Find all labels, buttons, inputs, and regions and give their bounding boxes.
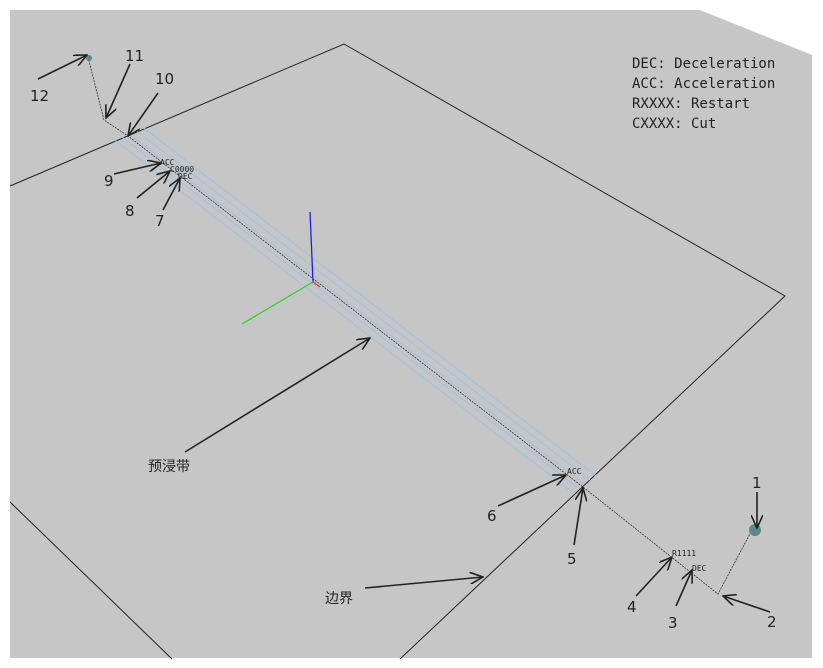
coordinate-axes [241,211,321,325]
tag-restart: R1111 [672,549,696,558]
tag-dec-top: DEC [178,172,193,181]
legend-dec: DEC: Deceleration [632,56,775,72]
callout-1: 1 [752,474,762,492]
callout-4: 4 [627,598,637,616]
callout-8: 8 [125,202,135,220]
callout-11: 11 [125,47,144,65]
legend-restart: RXXXX: Restart [632,96,750,112]
label-prepreg-tape: 预浸带 [148,459,190,475]
callout-10: 10 [155,70,174,88]
callout-6: 6 [487,507,497,525]
callout-12: 12 [30,87,49,105]
prepreg-tape-band [111,121,597,493]
tag-dec-bottom: DEC [692,564,707,573]
boundary-outline [9,43,786,660]
legend-acc: ACC: Acceleration [632,76,775,92]
callout-9: 9 [104,172,114,190]
callout-3: 3 [668,614,678,632]
label-boundary: 边界 [325,591,353,607]
tag-acc-bottom: ACC [567,467,582,476]
legend: DEC: Deceleration ACC: Acceleration RXXX… [632,56,775,132]
callout-5: 5 [567,550,577,568]
start-point-marker [749,524,761,536]
callout-7: 7 [155,212,165,230]
callout-arrows [37,55,771,613]
legend-cut: CXXXX: Cut [632,116,716,132]
tag-cut-top: C0000 [170,165,194,174]
callout-2: 2 [767,613,777,631]
tag-acc-top: ACC [160,158,175,167]
tool-path [87,56,753,595]
